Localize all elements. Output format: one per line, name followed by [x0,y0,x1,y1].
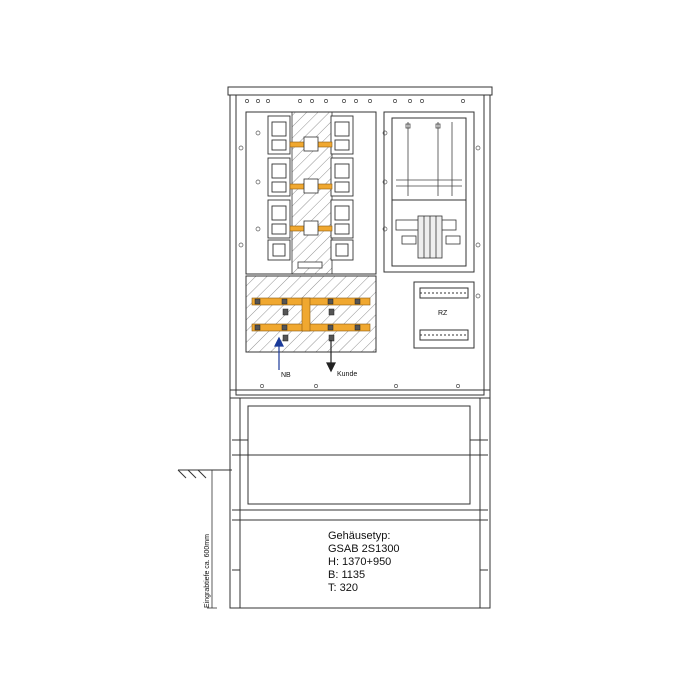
rz-box [413,281,475,349]
spec-width: B: 1135 [328,569,366,581]
spec-depth: T: 320 [328,582,358,594]
fuse-holders [267,115,354,261]
bottom-screws [260,384,460,388]
cabinet-roof [227,86,493,96]
meter-panel [383,111,475,273]
spec-type: GSAB 2S1300 [328,543,400,555]
spec-height: H: 1370+950 [328,556,392,568]
busbar-backplate [245,275,377,353]
label-kunde: Kunde [337,371,358,378]
side-screws [238,130,481,299]
busbar-terminals [254,298,361,342]
cabinet-plinth [229,397,491,609]
housing-spec: Gehäusetyp: GSAB 2S1300 H: 1370+950 B: 1… [328,530,400,595]
meter-rails [396,122,462,196]
meter-terminals [395,215,461,259]
label-rz: RZ [438,310,448,317]
label-depth: Eingrabtiefe ca. 600mm [204,534,211,608]
ground-line [177,469,232,479]
arrow-nb [274,336,284,370]
arrow-kunde [326,340,336,373]
upper-clamps [297,136,323,269]
label-nb: NB [281,372,291,379]
top-screws [245,99,465,103]
depth-dimension [207,469,217,609]
main-busbars [251,297,371,332]
spec-title: Gehäusetyp: [328,530,391,542]
